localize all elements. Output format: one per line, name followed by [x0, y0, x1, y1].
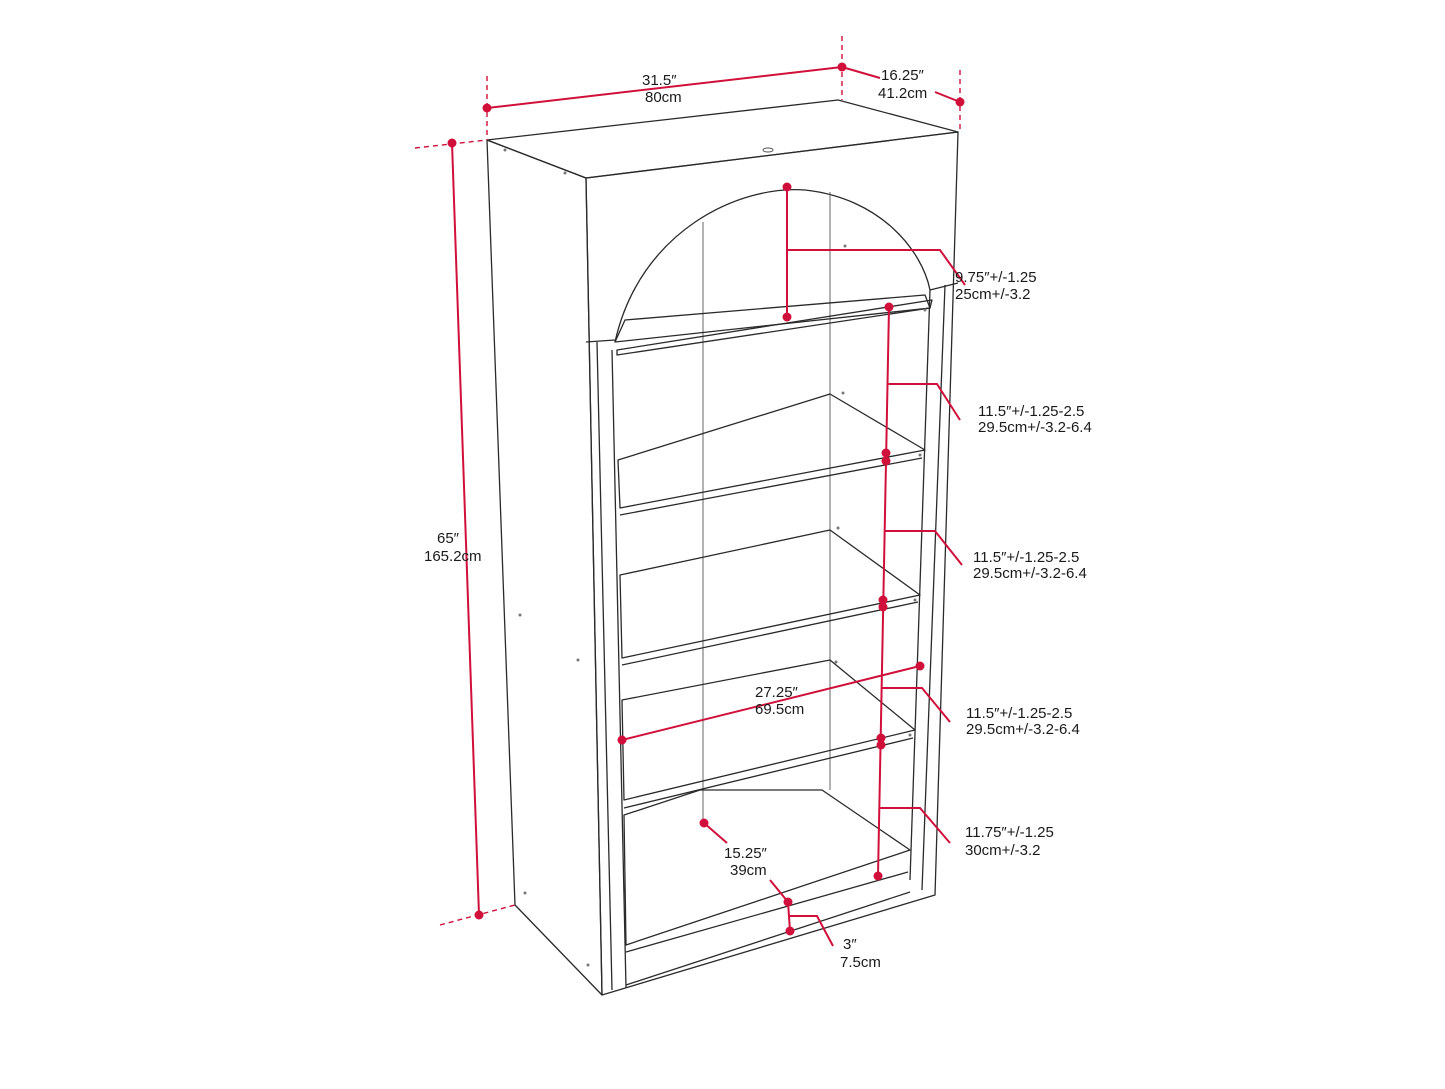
shelf-3	[619, 529, 921, 659]
bottom-shelf-label-in: 11.75″+/-1.25	[965, 824, 1054, 841]
screw-holes	[503, 147, 927, 967]
left-side-panel	[486, 139, 603, 996]
shelf-3-front	[621, 601, 919, 666]
height-line	[451, 142, 480, 916]
width-line	[486, 66, 843, 109]
inner-depth-label-in: 15.25″	[724, 845, 768, 862]
depth-label-cm: 41.2cm	[878, 85, 927, 102]
inner-width-line	[621, 665, 921, 741]
shelf-1-front	[616, 299, 933, 356]
shelf-2-front	[619, 457, 923, 516]
header-right-edge	[929, 282, 959, 291]
base-label-cm: 7.5cm	[840, 954, 881, 971]
arch-label-cm: 25cm+/-3.2	[955, 286, 1030, 303]
arch-leader	[787, 249, 966, 286]
width-label-cm: 80cm	[645, 89, 682, 106]
shelf-4-label-in: 11.5″+/-1.25-2.5	[966, 705, 1072, 722]
shelf-3-label-cm: 29.5cm+/-3.2-6.4	[973, 565, 1087, 582]
shelf-2-label-in: 11.5″+/-1.25-2.5	[978, 403, 1084, 420]
dimension-labels: 31.5″ 80cm 16.25″ 41.2cm 65″ 165.2cm 9.7…	[424, 67, 1092, 971]
base-kick	[625, 891, 911, 986]
right-stile-inner	[909, 289, 931, 881]
width-label-in: 31.5″	[642, 72, 677, 89]
arch-opening	[614, 188, 931, 343]
shelf-stack-line	[877, 306, 890, 877]
inner-width-label-cm: 69.5cm	[755, 701, 804, 718]
shelf-4-label-cm: 29.5cm+/-3.2-6.4	[966, 721, 1080, 738]
right-stile-edge	[921, 284, 946, 891]
inner-depth-label-cm: 39cm	[730, 862, 767, 879]
arch-label-in: 9.75″+/-1.25	[955, 269, 1037, 286]
shelf-4	[621, 659, 916, 801]
base-label-in: 3″	[843, 936, 857, 953]
bottom-shelf-label-cm: 30cm+/-3.2	[965, 842, 1040, 859]
bottom-shelf	[623, 789, 911, 946]
header-left-edge	[585, 339, 616, 343]
front-frame	[585, 131, 959, 996]
left-stile-edge	[596, 341, 613, 991]
shelf-1	[614, 294, 931, 343]
depth-label-in: 16.25″	[881, 67, 925, 84]
inner-width-label-in: 27.25″	[755, 684, 799, 701]
height-label-cm: 165.2cm	[424, 548, 482, 565]
shelf-3-label-in: 11.5″+/-1.25-2.5	[973, 549, 1079, 566]
shelf-2	[617, 393, 926, 509]
top-surface	[486, 99, 959, 179]
shelf-4-front	[623, 737, 914, 809]
shelf-2-label-cm: 29.5cm+/-3.2-6.4	[978, 419, 1092, 436]
shelves	[614, 294, 933, 986]
cabinet-outline	[486, 99, 959, 996]
left-stile-inner	[611, 349, 627, 989]
height-label-in: 65″	[437, 530, 460, 547]
dimension-lines	[414, 36, 966, 947]
bottom-shelf-front	[625, 871, 909, 953]
